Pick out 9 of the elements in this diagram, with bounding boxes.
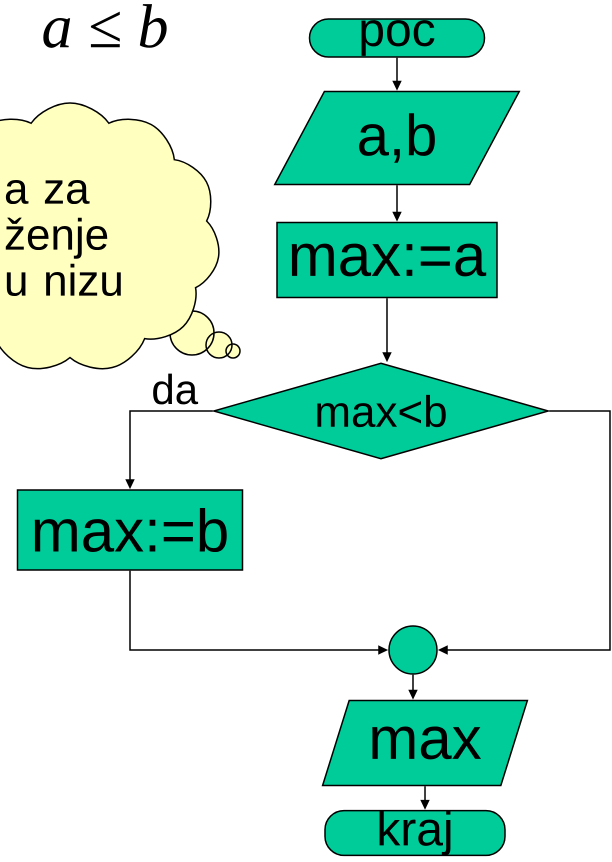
formula-label: a ≤ b [43, 4, 167, 48]
output-parallelogram: max [322, 700, 528, 786]
connector-circle [388, 625, 438, 675]
process-box: max:=a [276, 222, 498, 298]
thought-cloud: a za ženje u nizu [0, 102, 220, 370]
edge-label: da [150, 372, 200, 406]
process-box: max:=b [16, 489, 244, 571]
terminal-box: kraj [324, 810, 506, 856]
terminal-box: poc [308, 18, 486, 58]
